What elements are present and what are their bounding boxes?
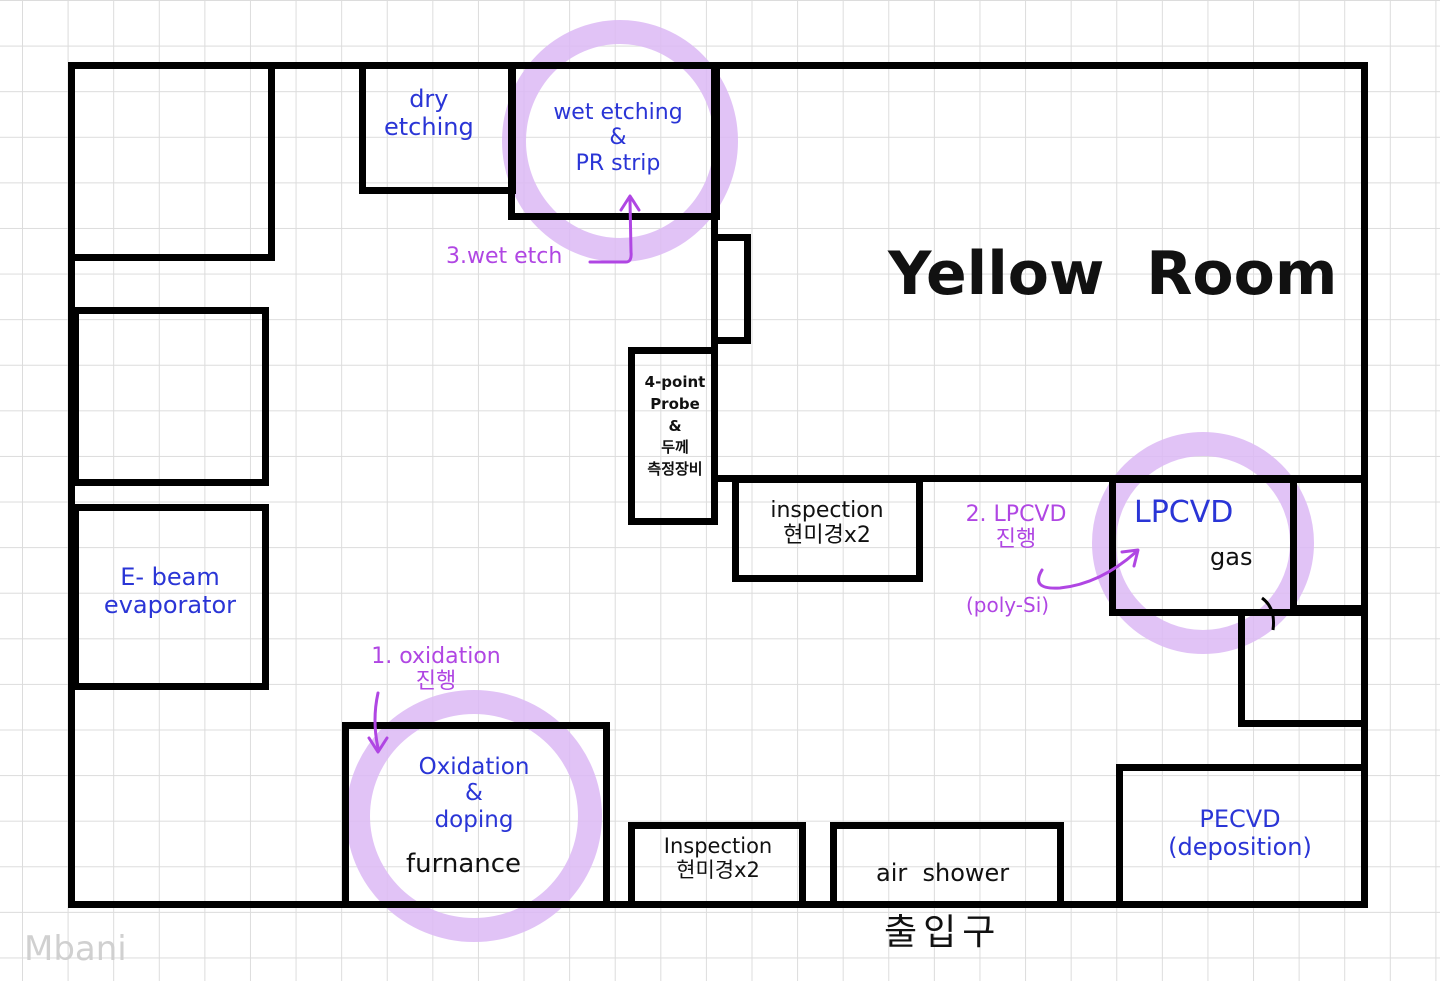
small-door-box [711,234,751,344]
dry-etching-label: dry etching [384,85,474,141]
room-four-point-probe [628,347,718,525]
four-point-probe-label: 4-point Probe & 두께 측정장비 [644,373,706,478]
lpcvd-arrowhead [1120,548,1140,568]
room-right-small-2 [1238,609,1368,727]
oxidation-arrow [373,691,380,750]
room-inspection-bottom [628,822,806,908]
watermark: Mbani [24,929,127,969]
lpcvd-label: LPCVD [1134,495,1234,530]
room-pecvd [1116,764,1368,908]
oxidation-arrowhead [367,736,389,754]
wet-etch-arrow [588,198,633,264]
air-shower-label: air shower [876,859,1010,887]
room-ebeam-evaporator [72,504,269,690]
ebeam-evaporator-label: E- beam evaporator [103,563,237,619]
oxidation-doping-label: Oxidation & doping [418,754,530,833]
step3-wet-etch-annotation: 3.wet etch [446,244,563,269]
wet-etch-arrowhead [619,194,641,212]
room-oxidation-furnace [342,722,610,908]
room-top-left [68,62,275,261]
room-right-small-1 [1290,476,1368,612]
yellow-room-label: Yellow Room [888,239,1338,309]
entrance-label: 출입구 [884,912,1002,953]
inspection-middle-label: inspection 현미경x2 [770,498,884,549]
furnace-label: furnance [406,849,522,879]
pecvd-label: PECVD (deposition) [1168,805,1312,861]
step2-poly-si-note: (poly-Si) [966,593,1050,617]
lpcvd-gas-label: gas [1210,543,1253,571]
wet-etching-label: wet etching & PR strip [553,100,683,176]
lpcvd-arrow [1037,550,1138,590]
step2-lpcvd-annotation: 2. LPCVD 진행 [965,502,1067,553]
room-air-shower [830,822,1064,908]
room-inspection-middle [732,476,923,582]
step1-oxidation-annotation: 1. oxidation 진행 [371,644,501,695]
room-left-middle [72,307,269,486]
lpcvd-door-arc [1261,596,1275,631]
inspection-bottom-label: Inspection 현미경x2 [663,834,773,883]
